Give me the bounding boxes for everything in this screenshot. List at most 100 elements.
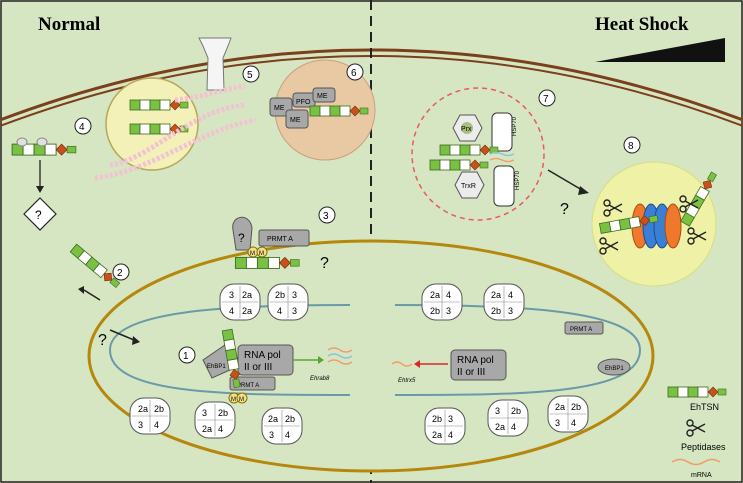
- actin-filament-2: [94, 117, 256, 181]
- svg-text:RNA pol: RNA pol: [244, 350, 281, 361]
- svg-text:?: ?: [560, 201, 569, 218]
- svg-text:2a: 2a: [495, 422, 505, 432]
- proteasome: [631, 203, 682, 249]
- step-1-badge: [178, 346, 196, 364]
- prmt-a-cytoplasm: [258, 229, 310, 247]
- svg-text:M: M: [250, 251, 255, 257]
- svg-text:?: ?: [320, 255, 329, 272]
- svg-text:4: 4: [448, 430, 453, 440]
- svg-text:4: 4: [277, 306, 282, 316]
- svg-text:PRMT A: PRMT A: [237, 383, 259, 389]
- nucleosome-group-left-bottom: 2a 2b 3 4 3 2b 2a 4 2a 2b 3 4: [129, 397, 303, 445]
- svg-text:2b: 2b: [432, 414, 442, 424]
- svg-text:5: 5: [247, 70, 253, 81]
- rna-pol-right: [450, 349, 507, 381]
- svg-text:4: 4: [218, 424, 223, 434]
- svg-text:2b: 2b: [511, 406, 521, 416]
- svg-text:?: ?: [98, 332, 107, 349]
- svg-text:8: 8: [628, 141, 634, 152]
- svg-text:2b: 2b: [491, 306, 501, 316]
- svg-text:4: 4: [511, 422, 516, 432]
- ehbp1-right: [597, 358, 631, 376]
- svg-text:3: 3: [202, 408, 207, 418]
- svg-text:2b: 2b: [285, 414, 295, 424]
- actin-filament-3: [174, 83, 246, 103]
- legend-mrna-label: mRNA: [691, 472, 712, 479]
- svg-text:3: 3: [323, 211, 329, 222]
- svg-text:?: ?: [35, 208, 42, 222]
- svg-text:2b: 2b: [154, 404, 164, 414]
- step-3-badge: [318, 206, 336, 224]
- svg-text:PRMT A: PRMT A: [267, 236, 293, 243]
- heat-shock-title: Heat Shock: [595, 14, 689, 35]
- svg-text:II or III: II or III: [457, 367, 485, 378]
- svg-text:2a: 2a: [268, 414, 278, 424]
- svg-text:4: 4: [229, 306, 234, 316]
- step-6-badge: [346, 63, 364, 81]
- stress-granule: [411, 87, 545, 221]
- svg-text:1: 1: [183, 351, 189, 362]
- nucleosome-group-left-top: 3 2a 4 2a 2b 3 4 3: [219, 283, 309, 321]
- nucleosome-group-right-top: 2a 4 2b 3 2a 4 2b 3: [421, 283, 525, 321]
- svg-text:3: 3: [138, 420, 143, 430]
- svg-text:4: 4: [446, 290, 451, 300]
- svg-text:2a: 2a: [242, 306, 252, 316]
- step-8-badge: [623, 136, 641, 154]
- svg-text:ME: ME: [317, 93, 328, 100]
- svg-text:3: 3: [269, 430, 274, 440]
- svg-text:2b: 2b: [275, 290, 285, 300]
- legend-peptidases-label: Peptidases: [681, 442, 726, 452]
- svg-text:7: 7: [543, 94, 549, 105]
- svg-text:Prx: Prx: [461, 126, 472, 133]
- svg-text:3: 3: [292, 306, 297, 316]
- nucleosome-group-right-bottom: 2b 3 2a 4 3 2b 2a 4 2a 2b 3 4: [424, 395, 589, 445]
- legend-mrna-glyph: [671, 458, 721, 466]
- svg-text:3: 3: [555, 418, 560, 428]
- hsp70-upper: [491, 112, 513, 152]
- svg-text:4: 4: [154, 420, 159, 430]
- svg-text:2b: 2b: [430, 306, 440, 316]
- unknown-fate-diamond: [23, 197, 57, 231]
- svg-text:2a: 2a: [242, 290, 252, 300]
- svg-text:M: M: [259, 251, 264, 257]
- svg-text:HSP70: HSP70: [515, 170, 521, 190]
- svg-text:PFO: PFO: [296, 99, 311, 106]
- svg-text:4: 4: [508, 290, 513, 300]
- prmt-a-nuclear: [229, 376, 276, 391]
- left-gene-label: Ehrab8: [310, 376, 330, 382]
- legend-ehtsn-label: EhTSN: [690, 402, 719, 412]
- trxr-hexagon: [454, 171, 485, 199]
- svg-text:ME: ME: [274, 105, 285, 112]
- svg-text:3: 3: [292, 290, 297, 300]
- unknown-partner: [232, 216, 253, 251]
- svg-text:2a: 2a: [491, 290, 501, 300]
- actin-filament-1: [109, 102, 246, 168]
- svg-text:EhBP1: EhBP1: [207, 364, 226, 370]
- svg-text:EhBP1: EhBP1: [605, 366, 624, 372]
- svg-text:?: ?: [238, 231, 245, 245]
- svg-text:II or III: II or III: [244, 362, 272, 373]
- svg-text:3: 3: [229, 290, 234, 300]
- svg-text:PRMT A: PRMT A: [570, 327, 592, 333]
- svg-text:TrxR: TrxR: [461, 183, 476, 190]
- svg-text:2a: 2a: [555, 402, 565, 412]
- svg-text:M: M: [231, 397, 236, 403]
- hsp70-lower: [493, 165, 515, 207]
- svg-text:2a: 2a: [138, 404, 148, 414]
- mrna-burst: [327, 347, 353, 353]
- svg-text:3: 3: [495, 406, 500, 416]
- svg-text:2a: 2a: [430, 290, 440, 300]
- svg-text:RNA pol: RNA pol: [457, 355, 494, 366]
- legend: EhTSN Peptidases mRNA: [667, 386, 727, 479]
- step-7-badge: [538, 89, 556, 107]
- svg-text:ME: ME: [290, 117, 301, 124]
- svg-text:4: 4: [285, 430, 290, 440]
- svg-text:2: 2: [117, 268, 123, 279]
- svg-text:2b: 2b: [218, 408, 228, 418]
- svg-text:2b: 2b: [571, 402, 581, 412]
- svg-text:3: 3: [446, 306, 451, 316]
- heat-gradient-wedge: [595, 38, 725, 62]
- svg-text:4: 4: [571, 418, 576, 428]
- prmt-a-right: [564, 321, 604, 335]
